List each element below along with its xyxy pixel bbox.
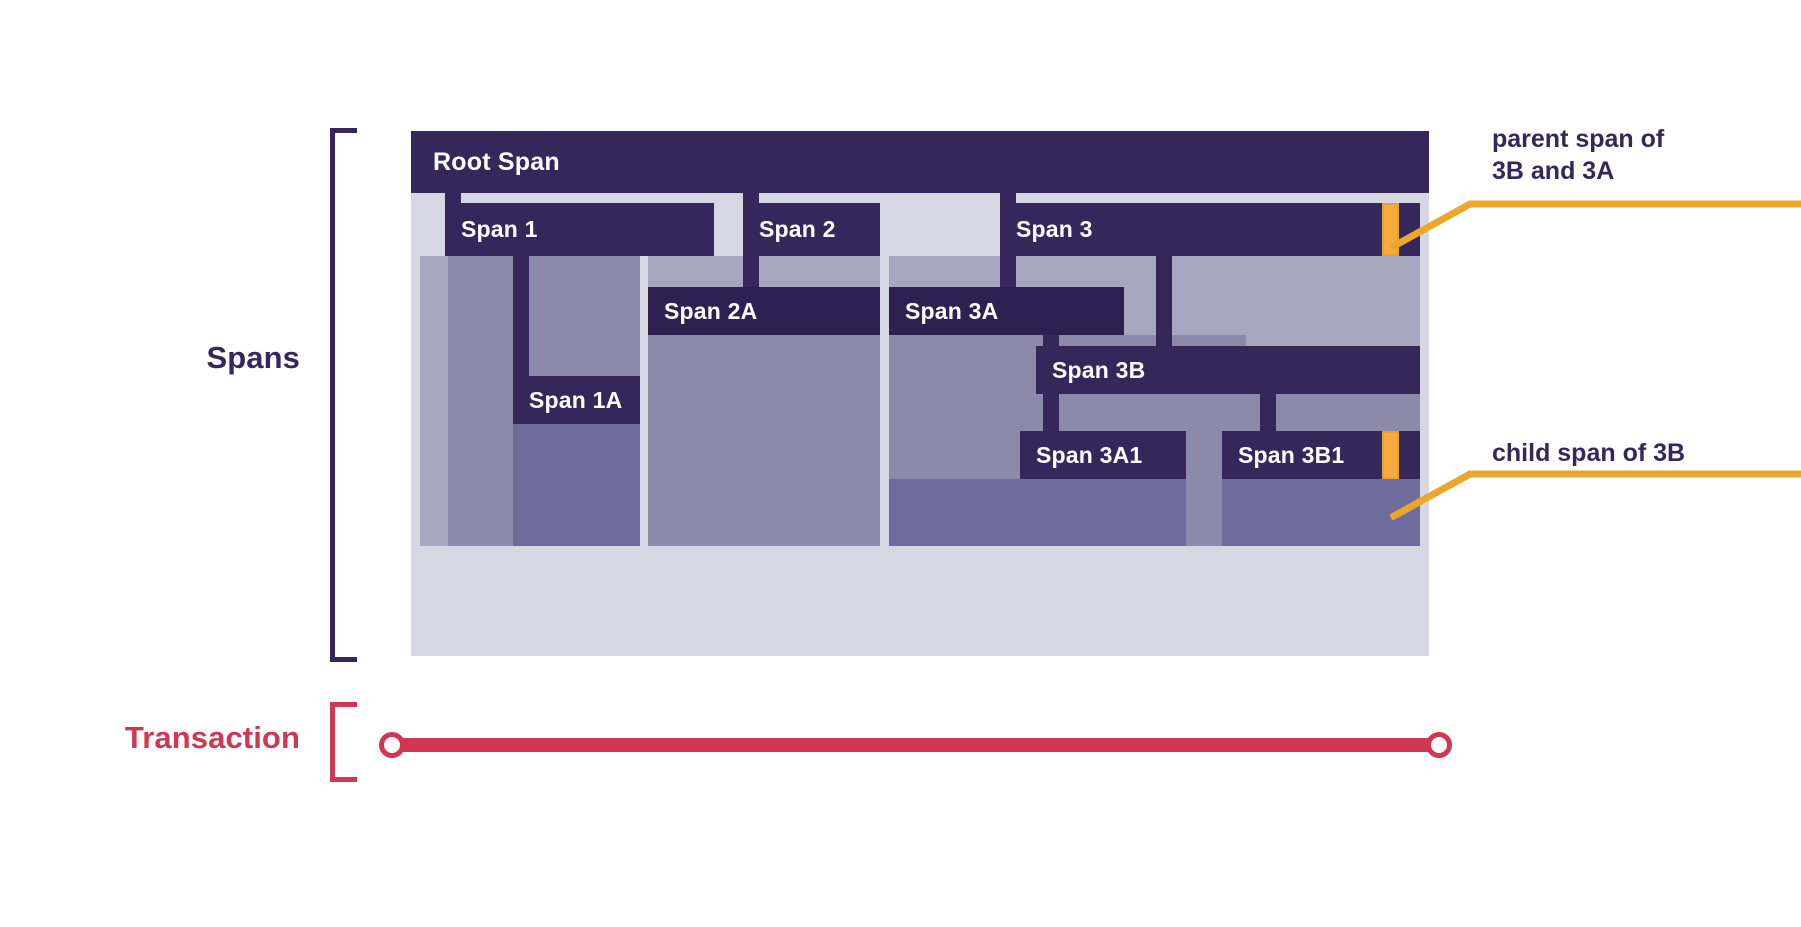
- callout-text-parent: parent span of 3B and 3A: [1492, 125, 1665, 185]
- depth-area-span3b1-body: [1222, 479, 1420, 546]
- span-label: Span 3A: [905, 297, 999, 324]
- transaction-bracket: [330, 702, 357, 782]
- span-bar-span3b[interactable]: Span 3B: [1036, 346, 1420, 394]
- span-label: Span 1: [461, 216, 538, 242]
- span-bar-span2a[interactable]: Span 2A: [648, 287, 880, 335]
- callout-text-child: child span of 3B: [1492, 439, 1686, 467]
- span-bar-span3a1[interactable]: Span 3A1: [1020, 431, 1186, 479]
- highlight-marker-span3b1[interactable]: [1382, 431, 1399, 479]
- span-label: Span 1A: [529, 386, 623, 413]
- span-label: Span 3B: [1052, 356, 1146, 383]
- span-bar-span1[interactable]: Span 1: [445, 203, 714, 256]
- transaction-section-label: Transaction: [124, 720, 300, 755]
- span-label: Span 2: [759, 216, 836, 242]
- depth-area-span3a1-body: [889, 479, 1186, 546]
- span-bar-span2[interactable]: Span 2: [743, 203, 880, 256]
- span-bar-span1a[interactable]: Span 1A: [513, 376, 640, 424]
- highlight-marker-span3[interactable]: [1382, 203, 1399, 256]
- depth-area-span1a-body: [513, 424, 640, 546]
- span-label: Root Span: [433, 147, 560, 176]
- callout-leader-line-child: [1390, 470, 1801, 520]
- span-tree-container: Root Span Span 1 Span 1A Span 2 Span 2A …: [411, 131, 1429, 656]
- span-label: Span 3A1: [1036, 441, 1143, 468]
- spans-bracket: [330, 128, 357, 662]
- span-label: Span 2A: [664, 297, 758, 324]
- transaction-bar[interactable]: [389, 738, 1439, 752]
- span-label: Span 3: [1016, 216, 1093, 242]
- transaction-end-marker[interactable]: [1426, 732, 1452, 758]
- span-bar-span3[interactable]: Span 3: [1000, 203, 1420, 256]
- callout-leader-line-parent: [1390, 200, 1801, 250]
- span-label: Span 3B1: [1238, 441, 1345, 468]
- transaction-start-marker[interactable]: [379, 732, 405, 758]
- depth-area-span2a: [648, 335, 880, 546]
- span-bar-span3a[interactable]: Span 3A: [889, 287, 1124, 335]
- span-bar-root[interactable]: Root Span: [411, 131, 1429, 193]
- spans-section-label: Spans: [206, 340, 300, 375]
